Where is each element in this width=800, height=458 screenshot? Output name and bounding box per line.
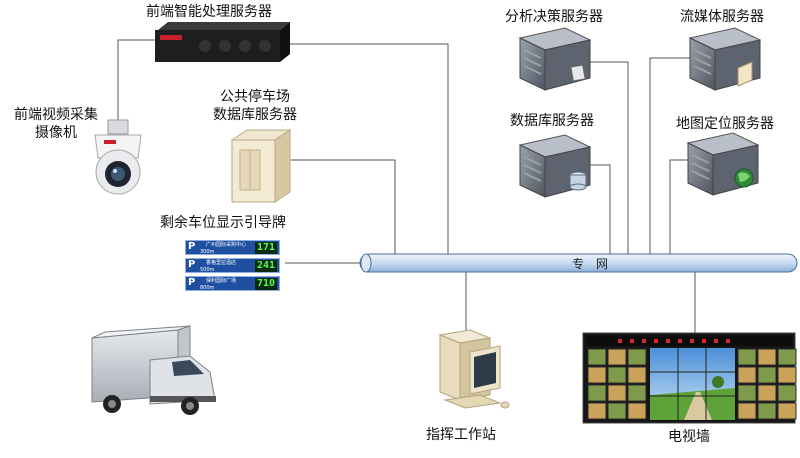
sign-free-count: 241 [255, 260, 277, 272]
video-tile [777, 402, 797, 420]
video-tile [757, 348, 777, 366]
link-streaming-bus [649, 57, 690, 256]
video-tile [587, 366, 607, 384]
camera-label-line2: 摄像机 [35, 125, 77, 141]
parking-p-icon: P [188, 277, 196, 288]
db-server-label: 数据库服务器 [510, 113, 594, 129]
video-tile [607, 402, 627, 420]
camera-icon [94, 119, 142, 195]
video-tile [757, 366, 777, 384]
streaming-server-label: 流媒体服务器 [680, 9, 764, 25]
video-tile [777, 366, 797, 384]
parking-p-icon: P [188, 241, 196, 252]
video-tile [777, 348, 797, 366]
map-server-icon [686, 132, 760, 196]
sign-destination: 保利国际广场 [206, 278, 237, 284]
workstation-icon [438, 329, 510, 409]
link-parking-db-bus [290, 159, 396, 262]
video-tile [737, 402, 757, 420]
video-tile [607, 348, 627, 366]
link-db-server-bus [585, 164, 611, 256]
sign-distance: 500m [200, 267, 215, 273]
video-wall-label: 电视墙 [668, 429, 710, 445]
truck-icon [91, 325, 216, 415]
video-tile [587, 402, 607, 420]
sign-row: P 保利国际广场 800m 710 [185, 276, 280, 291]
front-server-icon [155, 22, 290, 62]
front-server-label: 前端智能处理服务器 [146, 4, 272, 20]
sign-row: P 广州国际采购中心 300m 171 [185, 240, 280, 255]
workstation-label: 指挥工作站 [426, 427, 496, 443]
database-server-icon [518, 134, 592, 198]
camera-label-line1: 前端视频采集 [14, 107, 98, 123]
map-server-label: 地图定位服务器 [676, 116, 774, 132]
video-tile [757, 384, 777, 402]
private-network-bus: 专 网 [359, 253, 798, 273]
video-tile [607, 366, 627, 384]
link-front-server-bus [290, 43, 449, 262]
video-tile [627, 384, 647, 402]
sign-destination: 香格里拉酒店 [206, 260, 237, 266]
video-tile [587, 384, 607, 402]
video-tile [627, 402, 647, 420]
sign-free-count: 171 [255, 242, 277, 254]
sign-free-count: 710 [255, 278, 277, 290]
analysis-server-icon [518, 27, 592, 91]
video-wall-icon [582, 332, 797, 424]
streaming-server-icon [688, 27, 762, 91]
video-tile [737, 366, 757, 384]
video-tile [757, 402, 777, 420]
video-tile [607, 384, 627, 402]
sign-row: P 香格里拉酒店 500m 241 [185, 258, 280, 273]
video-wall-tiles-right [737, 348, 797, 420]
parking-p-icon: P [188, 259, 196, 270]
video-tile [587, 348, 607, 366]
video-tile [737, 384, 757, 402]
video-wall-title-leds [618, 339, 730, 343]
connection-lines [117, 39, 696, 335]
sign-distance: 800m [200, 285, 215, 291]
video-tile [627, 348, 647, 366]
link-analysis-bus [585, 61, 629, 256]
video-tile [737, 348, 757, 366]
video-tile [627, 366, 647, 384]
video-wall-tiles-left [587, 348, 647, 420]
parking-db-label-line2: 数据库服务器 [213, 107, 297, 123]
sign-distance: 300m [200, 249, 215, 255]
parking-db-server-icon [230, 129, 292, 203]
analysis-server-label: 分析决策服务器 [505, 9, 603, 25]
sign-destination: 广州国际采购中心 [206, 242, 247, 248]
video-tile [777, 384, 797, 402]
network-label: 专 网 [572, 256, 608, 271]
guidance-sign-label: 剩余车位显示引导牌 [160, 215, 286, 231]
link-map-bus [669, 159, 688, 256]
parking-db-label-line1: 公共停车场 [220, 89, 290, 105]
link-camera-front-server [117, 39, 155, 122]
